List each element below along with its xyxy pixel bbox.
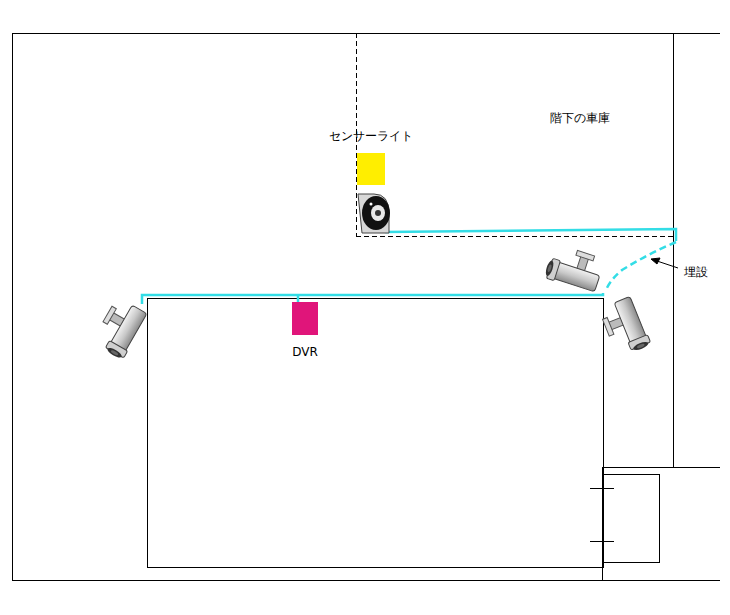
bullet-camera [544,243,606,294]
device-label: DVR [292,345,318,359]
device-label: センサーライト [329,129,413,143]
dvr-box: DVR [292,302,318,335]
callout-label: 埋設 [684,265,708,279]
bullet-camera [91,297,149,361]
garage-region: 階下の車庫センサーライト [356,33,673,236]
bullet-camera [598,296,651,359]
region-label: 階下の車庫 [550,111,610,125]
dome-camera [358,194,390,233]
sensor-light: センサーライト [357,153,385,185]
